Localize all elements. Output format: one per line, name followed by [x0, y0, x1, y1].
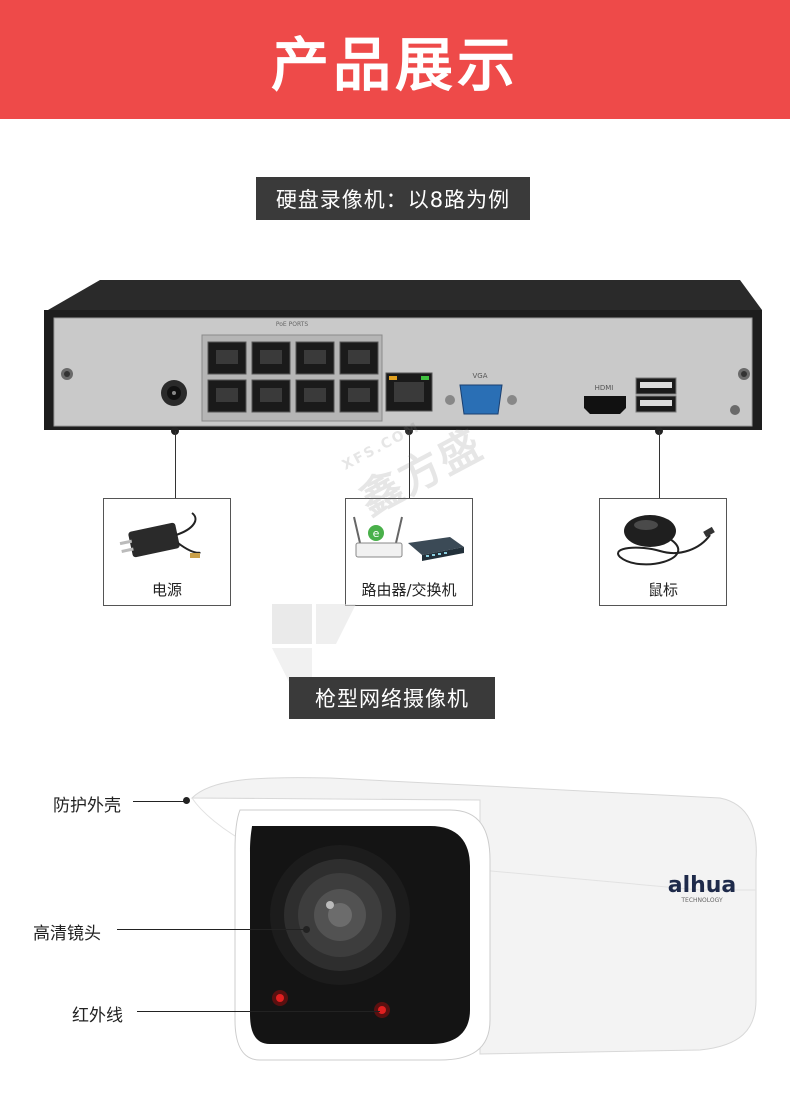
bullet-camera-image: alhua TECHNOLOGY: [190, 777, 757, 1061]
callout-lens-line: [117, 929, 307, 930]
callout-housing: 防护外壳: [53, 796, 121, 816]
accessory-power: 电源: [103, 498, 231, 606]
callout-lens-dot: [303, 926, 310, 933]
poe-ports-label: PoE PORTS: [276, 321, 309, 328]
hdmi-label: HDMI: [595, 384, 614, 392]
camera-brand-sub: TECHNOLOGY: [680, 897, 723, 904]
callout-housing-dot: [183, 797, 190, 804]
camera-section-label: 枪型网络摄像机: [289, 677, 495, 719]
power-connector-line: [175, 431, 176, 499]
watermark-logo: [272, 604, 356, 688]
mouse-icon: [617, 515, 715, 566]
nvr-rear-panel-image: PoE PORTS VGA HDMI: [44, 280, 762, 430]
router-switch-icon: e: [353, 516, 464, 561]
power-adapter-icon: [119, 512, 201, 558]
accessory-mouse-caption: 鼠标: [647, 581, 678, 599]
svg-text:e: e: [373, 527, 380, 540]
network-connector-line: [409, 431, 410, 499]
banner-title: 产品展示: [270, 30, 519, 99]
accessory-power-caption: 电源: [151, 581, 182, 599]
header-banner: 产品展示: [0, 0, 790, 119]
vga-label: VGA: [472, 372, 487, 380]
accessory-mouse: 鼠标: [599, 498, 727, 606]
accessory-router: e 路由器/交换机: [345, 498, 473, 606]
callout-lens: 高清镜头: [33, 924, 101, 944]
callout-housing-line: [133, 801, 185, 802]
usb-connector-line: [659, 431, 660, 499]
callout-infrared: 红外线: [72, 1006, 123, 1026]
nvr-section-label: 硬盘录像机：以8路为例: [256, 177, 530, 220]
accessory-router-caption: 路由器/交换机: [361, 581, 457, 599]
camera-brand: alhua: [668, 873, 737, 898]
callout-infrared-line: [137, 1011, 380, 1012]
